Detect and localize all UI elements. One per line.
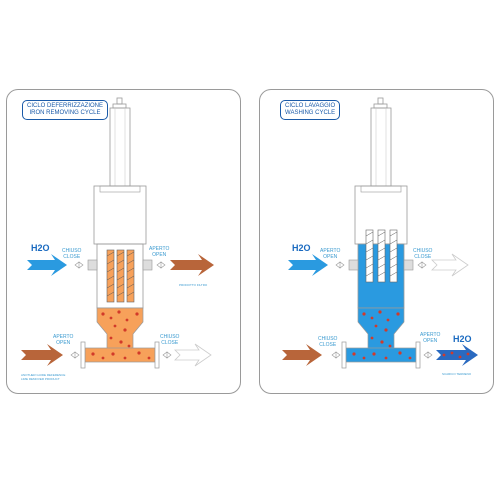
bottom-left-state-it: APERTO bbox=[53, 334, 74, 340]
washing-outlet-arrow bbox=[436, 344, 478, 366]
inlet-valve-state-it: APERTO bbox=[320, 248, 341, 254]
bottom-right-state-it: CHIUSO bbox=[160, 334, 180, 340]
filter-cartridges bbox=[106, 249, 135, 303]
bottom-left-valve bbox=[331, 351, 341, 359]
actuator-head bbox=[112, 103, 127, 109]
outlet-closed-arrow bbox=[431, 253, 469, 277]
bottom-left-valve-label: APERTO OPEN bbox=[53, 334, 73, 346]
inlet-valve-label: CHIUSO CLOSE bbox=[62, 248, 81, 260]
inlet-valve-state-en: OPEN bbox=[323, 254, 338, 260]
bottom-caption-line1: ANOTHER GUIDE REFERENCE bbox=[21, 373, 66, 377]
inlet-valve-label: APERTO OPEN bbox=[320, 248, 340, 260]
outlet-product-arrow bbox=[170, 254, 214, 276]
bottom-closed-arrow bbox=[174, 343, 212, 367]
outlet-valve-label: CHIUSO CLOSE bbox=[413, 248, 432, 260]
iron-particles bbox=[352, 310, 412, 360]
bottom-right-valve-label: CHIUSO CLOSE bbox=[160, 334, 179, 346]
outlet-valve-label: APERTO OPEN bbox=[149, 246, 169, 258]
inlet-water-arrow bbox=[27, 254, 67, 276]
actuator-head bbox=[373, 103, 388, 109]
outlet-valve bbox=[156, 261, 166, 269]
bottom-inlet-arrow bbox=[282, 344, 322, 366]
bottom-pipe bbox=[84, 347, 156, 363]
actuator-cap bbox=[116, 97, 123, 105]
iron-removing-panel: CICLO DEFERRIZZAZIONE IRON REMOVING CYCL… bbox=[6, 89, 241, 394]
title-italian: CICLO DEFERRIZZAZIONE bbox=[27, 103, 104, 109]
outlet-port bbox=[403, 259, 414, 271]
outlet-port bbox=[142, 259, 153, 271]
bottom-inlet-arrow bbox=[21, 344, 63, 366]
bottom-caption: ANOTHER GUIDE REFERENCE LIME REMOVER PRO… bbox=[21, 373, 65, 381]
outlet-h2o-label: H2O bbox=[453, 334, 472, 344]
iron-removing-title: CICLO DEFERRIZZAZIONE IRON REMOVING CYCL… bbox=[22, 100, 109, 120]
bottom-left-valve-label: CHIUSO CLOSE bbox=[318, 336, 337, 348]
actuator-cap bbox=[377, 97, 384, 105]
bottom-left-state-en: OPEN bbox=[56, 340, 71, 346]
outlet-caption: SCARICO TERRENO bbox=[442, 372, 472, 376]
outlet-valve-state-it: APERTO bbox=[149, 246, 170, 252]
inlet-port bbox=[87, 259, 98, 271]
bottom-right-state-en: CLOSE bbox=[161, 340, 179, 346]
actuator-cylinder bbox=[109, 107, 131, 187]
outlet-valve-state-en: OPEN bbox=[152, 252, 167, 258]
bottom-pipe bbox=[345, 347, 417, 363]
outlet-valve-state-it: CHIUSO bbox=[413, 248, 433, 254]
bottom-right-valve-label: APERTO OPEN bbox=[420, 332, 440, 344]
inlet-water-arrow bbox=[288, 254, 328, 276]
bottom-caption-line2: LIME REMOVER PRODUCT bbox=[21, 377, 60, 381]
bottom-right-state-en: OPEN bbox=[423, 338, 438, 344]
bottom-left-valve bbox=[70, 351, 80, 359]
iron-particles bbox=[91, 310, 151, 360]
bottom-right-valve bbox=[162, 351, 172, 359]
washing-drawing bbox=[282, 97, 478, 369]
upper-housing bbox=[93, 185, 147, 245]
washing-panel: CICLO LAVAGGIO WASHING CYCLE H2O APERTO … bbox=[259, 89, 494, 394]
inlet-h2o-label: H2O bbox=[31, 243, 50, 253]
outlet-caption: PRODOTTO FILTRO bbox=[179, 283, 208, 287]
inlet-valve bbox=[335, 261, 345, 269]
bottom-left-state-en: CLOSE bbox=[319, 342, 337, 348]
inlet-valve bbox=[74, 261, 84, 269]
title-english: WASHING CYCLE bbox=[285, 110, 336, 116]
inlet-port bbox=[348, 259, 359, 271]
actuator-cylinder bbox=[370, 107, 392, 187]
outlet-valve-state-en: CLOSE bbox=[414, 254, 432, 260]
inlet-valve-state-en: CLOSE bbox=[63, 254, 81, 260]
iron-removing-drawing bbox=[21, 97, 214, 369]
outlet-valve bbox=[417, 261, 427, 269]
title-english: IRON REMOVING CYCLE bbox=[29, 110, 101, 116]
inlet-valve-state-it: CHIUSO bbox=[62, 248, 82, 254]
inlet-h2o-label: H2O bbox=[292, 243, 311, 253]
bottom-right-valve bbox=[423, 351, 433, 359]
filter-cartridges bbox=[365, 229, 398, 283]
bottom-right-state-it: APERTO bbox=[420, 332, 441, 338]
bottom-left-state-it: CHIUSO bbox=[318, 336, 338, 342]
washing-title: CICLO LAVAGGIO WASHING CYCLE bbox=[280, 100, 341, 120]
title-italian: CICLO LAVAGGIO bbox=[285, 103, 336, 109]
